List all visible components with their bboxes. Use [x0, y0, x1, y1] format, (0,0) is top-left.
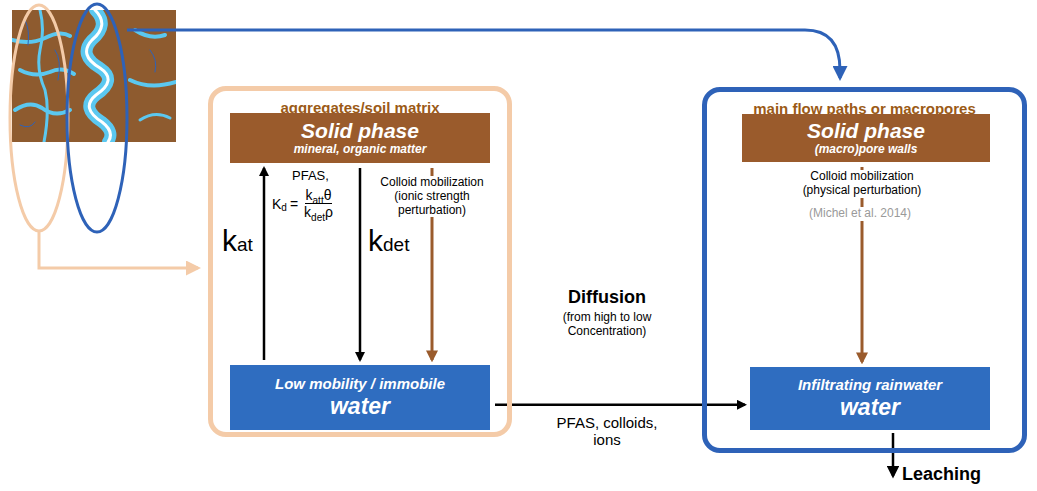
node-text: Solid phase — [301, 119, 419, 142]
node-text: mineral, organic matter — [294, 142, 427, 156]
formula-symbol: k — [306, 187, 313, 203]
denominator: kdetρ — [304, 204, 333, 220]
edge-label: Colloid mobilization (physical perturbat… — [787, 170, 937, 198]
fraction: kattθkdetρ — [304, 187, 333, 220]
formula-symbol: ρ — [325, 204, 333, 220]
matrix-ellipse — [10, 5, 68, 231]
node-text: water — [840, 394, 900, 420]
formula-subscript: att — [313, 195, 324, 206]
rate-subscript: at — [237, 234, 253, 255]
species-label: PFAS, — [292, 168, 329, 183]
citation: (Michel et al. 2014) — [785, 207, 935, 221]
formula-symbol: K — [272, 196, 281, 212]
leaching-arrow — [892, 433, 895, 476]
phase-box: Solid phase(macro)pore walls — [742, 114, 990, 162]
node-text: Infiltrating rainwater — [798, 376, 942, 394]
zoom-arrow — [39, 232, 198, 268]
region-box: aggregates/soil matrixSolid phasemineral… — [208, 86, 512, 437]
formula-symbol: θ — [324, 187, 332, 203]
flow-arrow — [263, 168, 266, 360]
edge-label: PFAS, colloids, ions — [542, 414, 672, 449]
macropore-ellipse — [67, 4, 127, 232]
formula-symbol: = — [290, 196, 298, 212]
phase-box: Solid phasemineral, organic matter — [230, 113, 490, 163]
zoom-arrow — [127, 30, 840, 78]
formula-symbol: k — [304, 204, 311, 220]
rate-label: kat — [222, 226, 253, 256]
process-note: (from high to low Concentration) — [537, 311, 677, 339]
formula-subscript: d — [281, 202, 287, 213]
kd-formula: Kd=kattθkdetρ — [272, 187, 333, 220]
node-text: Solid phase — [807, 119, 925, 142]
rate-symbol: k — [368, 224, 383, 257]
flow-arrow — [495, 404, 745, 407]
process-label: Diffusion — [532, 287, 682, 308]
formula-subscript: det — [311, 212, 325, 223]
edge-label: Colloid mobilization (ionic strength per… — [380, 176, 484, 217]
node-text: Low mobility / immobile — [275, 375, 445, 393]
node-text: (macro)pore walls — [815, 142, 918, 156]
numerator: kattθ — [305, 187, 333, 204]
output-label: Leaching — [902, 464, 981, 485]
water-box: Infiltrating rainwaterwater — [750, 367, 990, 430]
rate-label: kdet — [368, 226, 409, 256]
flow-arrow — [359, 168, 362, 360]
water-box: Low mobility / immobilewater — [230, 365, 490, 430]
node-text: water — [330, 393, 390, 419]
rate-subscript: det — [383, 234, 409, 255]
region-box: main flow paths or macroporesSolid phase… — [702, 87, 1027, 453]
rate-symbol: k — [222, 224, 237, 257]
